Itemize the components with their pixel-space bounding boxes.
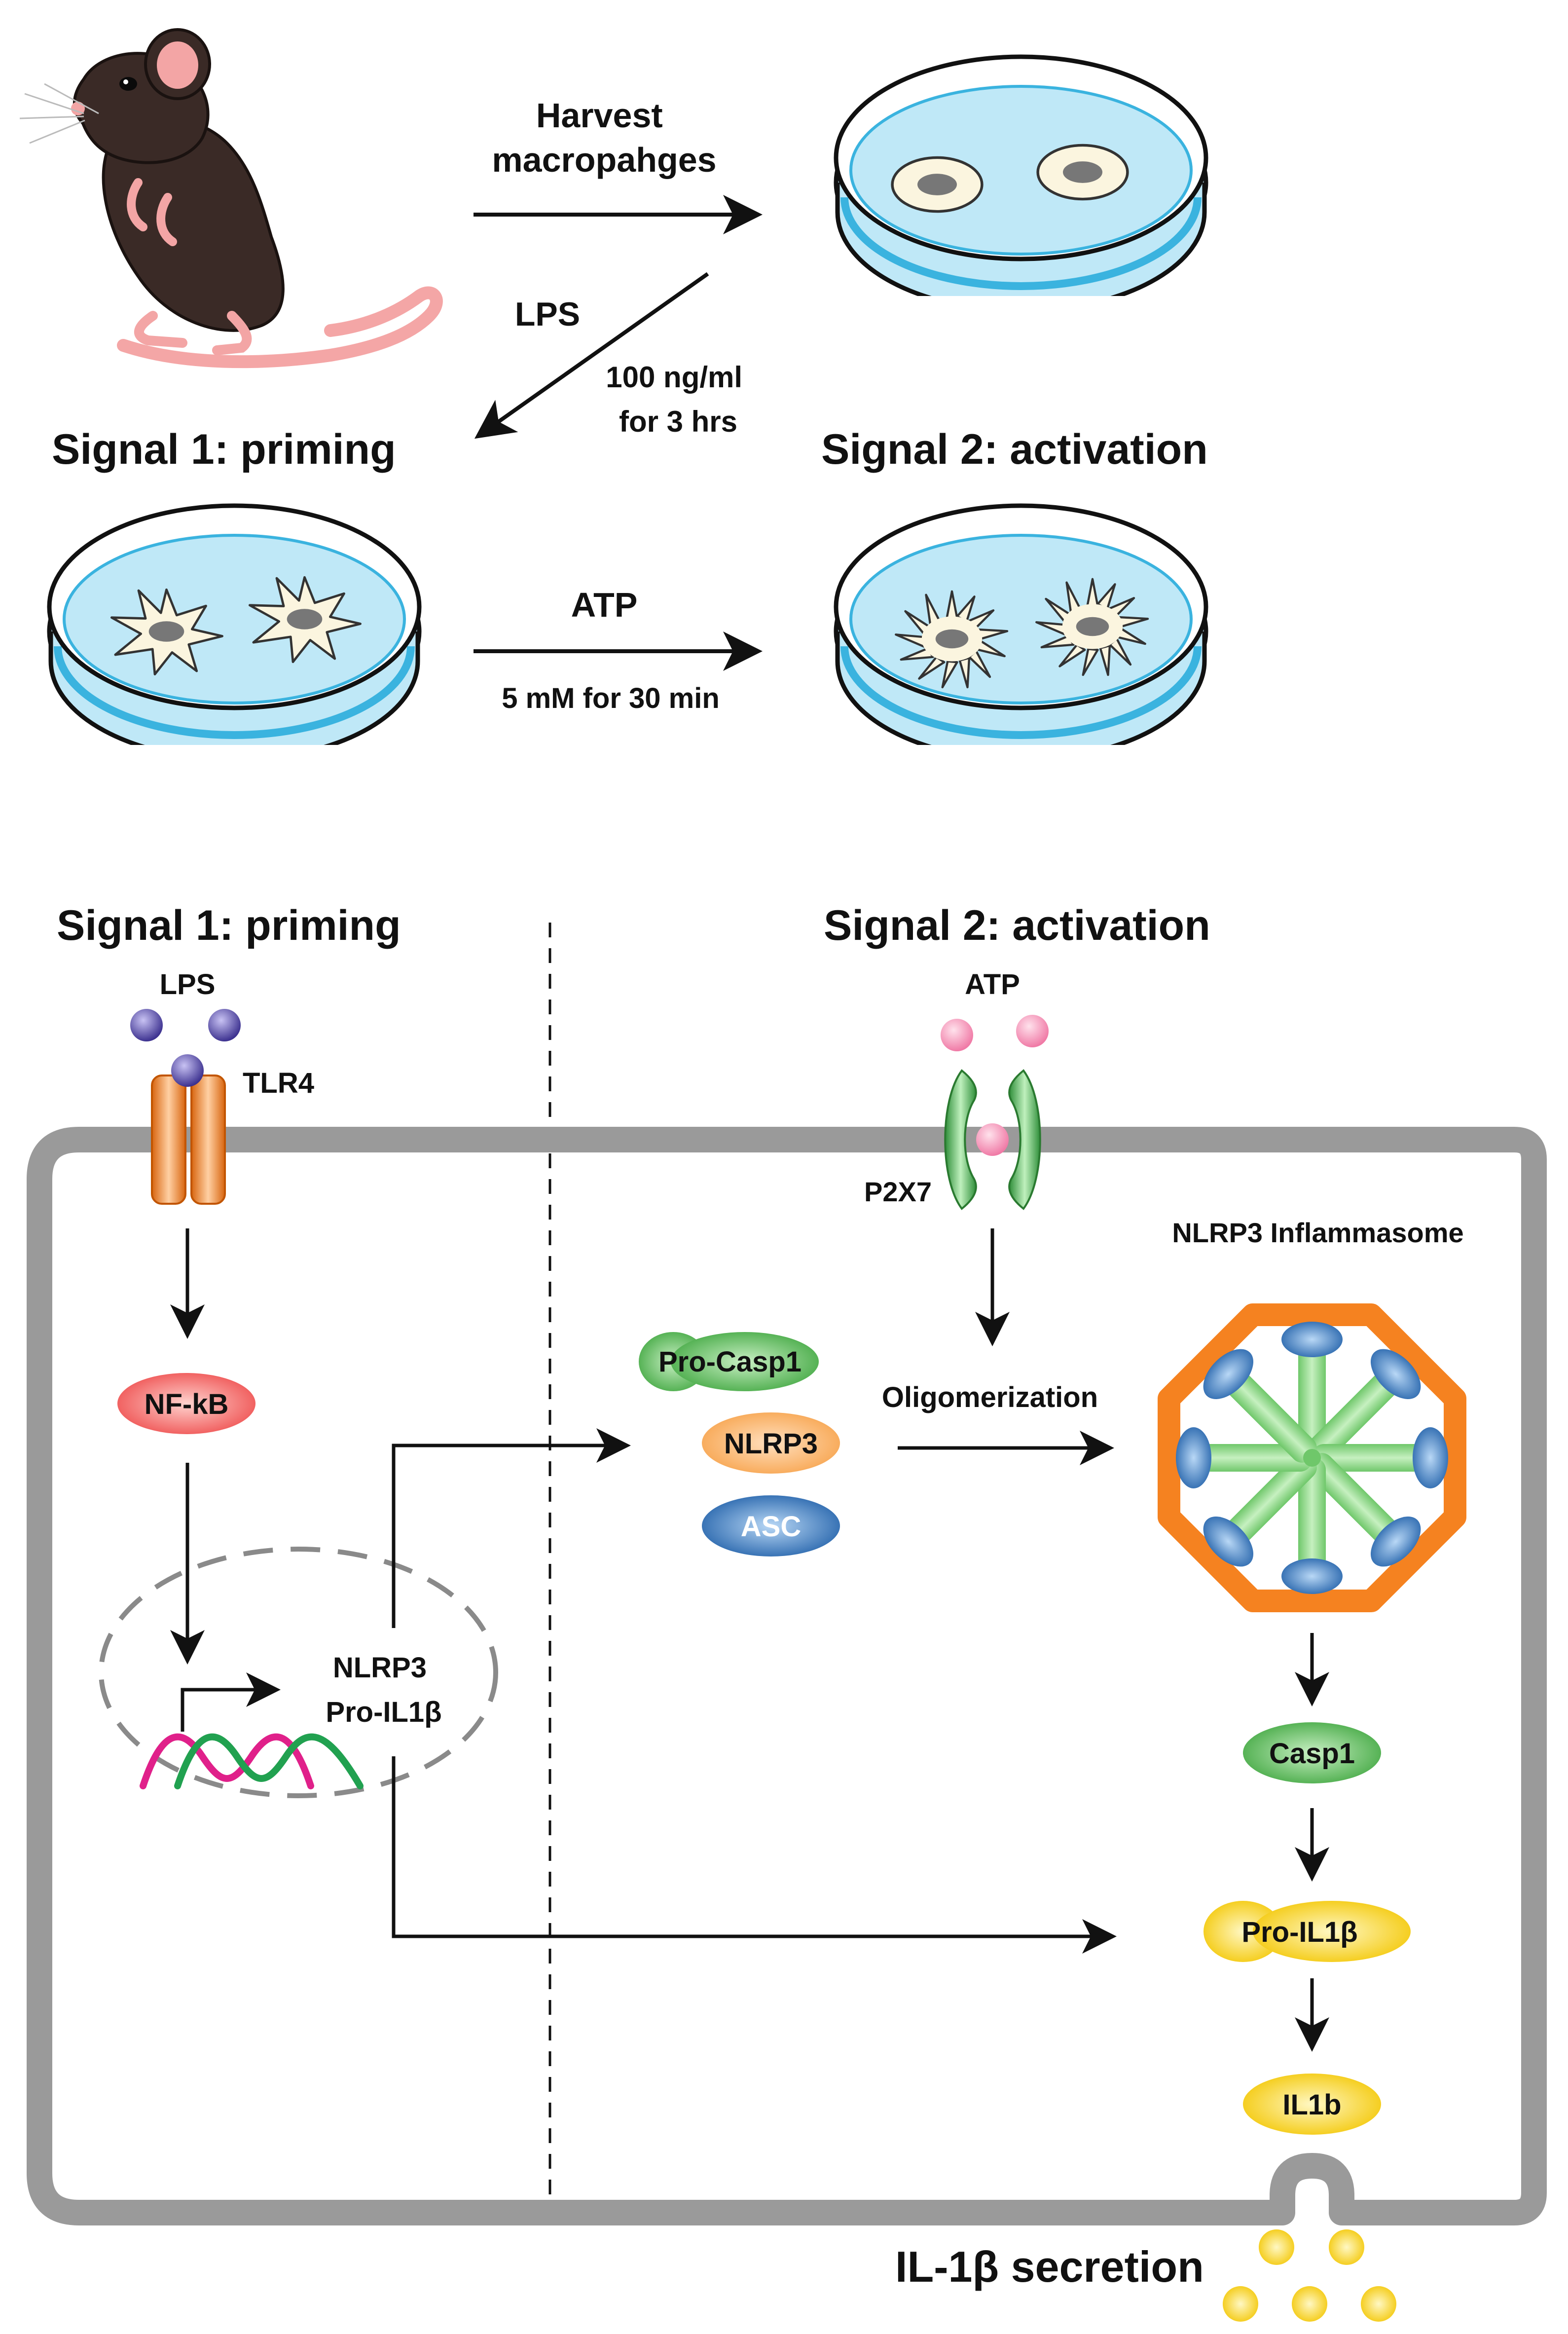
macrophage-cell-icon [892,157,982,211]
top-signal2-title: Signal 2: activation [821,426,1208,473]
p2x7-label: P2X7 [864,1176,932,1207]
pro-il1b-label: Pro-IL1β [1241,1916,1357,1948]
asc-protein [702,1495,840,1556]
petri-dish-icon [836,506,1206,760]
lps-molecule [208,1009,241,1041]
mouse-icon [19,28,443,369]
harvest-label: Harvest macropahges [492,96,716,179]
atp-label: ATP [965,968,1020,1000]
tlr4-receptor [151,1074,226,1205]
genes-label: NLRP3 Pro-IL1β [326,1652,441,1728]
genes-to-components-arrow [392,1428,631,1628]
top-signal1-title: Signal 1: priming [52,426,396,473]
pro-casp1-protein [639,1332,819,1391]
il1b-label: IL1b [1282,2089,1341,2121]
nucleus [99,1547,498,1798]
atp-molecule [976,1123,1009,1156]
pro-il1b-protein [1203,1901,1411,1962]
casp1-label: Casp1 [1269,1738,1355,1770]
secretion-label: IL-1β secretion [895,2242,1204,2291]
il1b-particle [1361,2286,1396,2322]
p2x7-receptor [944,1069,1041,1210]
petri-dish-icon [49,506,419,760]
atp-molecule [1016,1015,1049,1047]
inflammasome-ring-icon [1158,1303,1466,1612]
il1b-particle [1259,2229,1294,2265]
oligomerization-label: Oligomerization [882,1381,1098,1413]
nfkb-protein [117,1373,255,1434]
casp1-protein [1243,1722,1381,1783]
lps-molecule [130,1009,163,1041]
nfkb-label: NF-kB [145,1388,229,1420]
il1b-particle [1292,2286,1327,2322]
pro-casp1-label: Pro-Casp1 [658,1346,802,1378]
petri-dish-icon [836,57,1206,311]
dna-helix-icon [140,1733,364,1789]
atp-arrow-label: ATP [571,586,638,624]
lps-molecule [171,1054,204,1087]
lps-dose-label: 100 ng/ml for 3 hrs [606,361,750,438]
bottom-signal1-title: Signal 1: priming [57,902,401,949]
transcription-arrow [181,1672,281,1732]
il1b-particle [1223,2286,1258,2322]
nlrp3-protein [702,1412,840,1474]
il1b-particle [1329,2229,1364,2265]
asc-label: ASC [741,1511,801,1543]
lps-arrow [474,272,709,439]
bottom-signal2-title: Signal 2: activation [824,902,1210,949]
atp-molecule [941,1019,973,1051]
il1b-protein [1243,2074,1381,2135]
nlrp3-label: NLRP3 [724,1428,818,1460]
tlr4-label: TLR4 [243,1067,314,1099]
macrophage-cell-icon [1038,145,1128,199]
atp-dose-label: 5 mM for 30 min [502,682,720,714]
genes-to-pro-il1b-arrow [392,1756,1117,1954]
inflammasome-label: NLRP3 Inflammasome [1172,1217,1463,1248]
cell-membrane [27,1127,1547,2225]
lps-arrow-label: LPS [515,296,580,333]
lps-label: LPS [160,968,216,1000]
